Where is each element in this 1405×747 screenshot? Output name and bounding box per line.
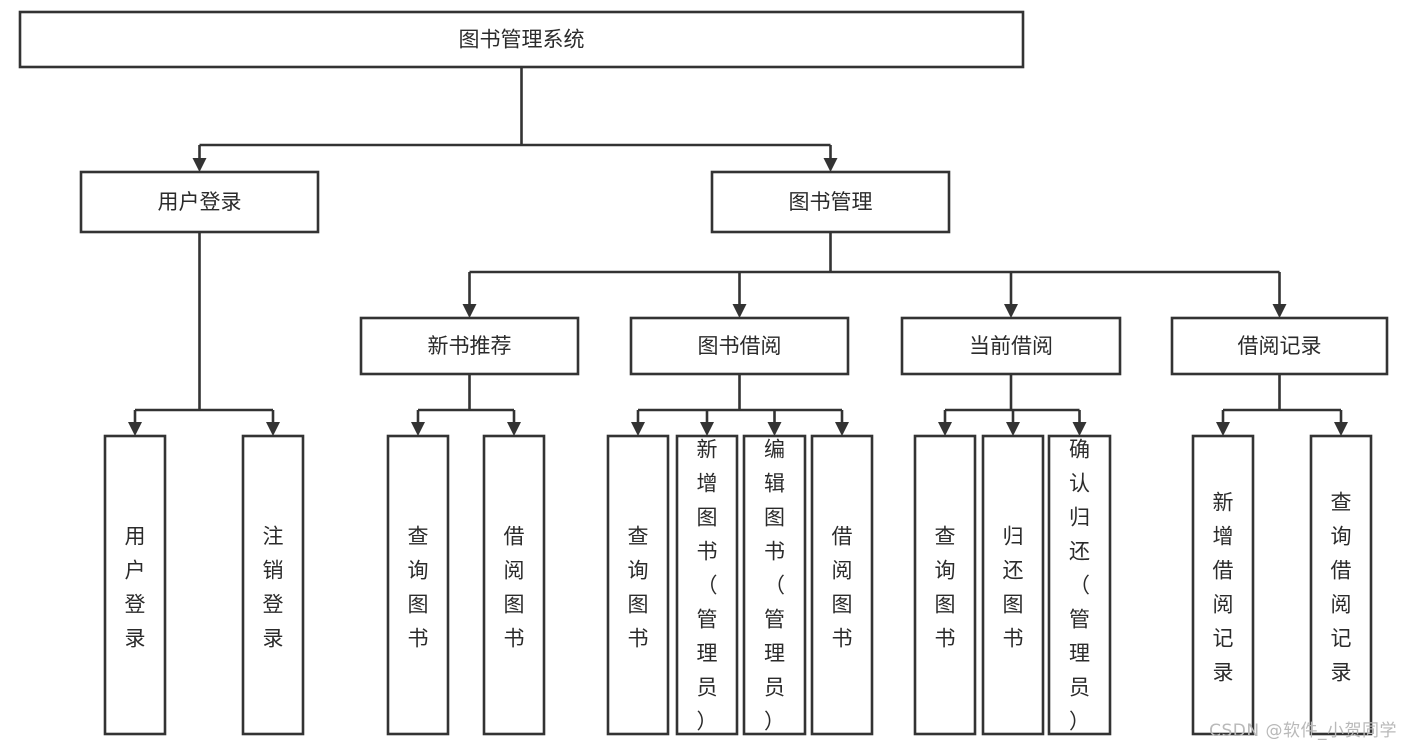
node-leaf-borrow-book-1[interactable]: 借阅图书 bbox=[482, 434, 546, 736]
node-borrow-record[interactable]: 借阅记录 bbox=[1170, 316, 1389, 376]
node-current-borrow[interactable]: 当前借阅 bbox=[900, 316, 1122, 376]
node-label-current-borrow: 当前借阅 bbox=[969, 334, 1053, 358]
node-label-leaf-query-book-3: 查询图书 bbox=[935, 525, 956, 651]
node-box-current-borrow[interactable] bbox=[900, 316, 1122, 376]
node-box-leaf-query-book-3[interactable] bbox=[913, 434, 977, 736]
node-leaf-borrow-book-2[interactable]: 借阅图书 bbox=[810, 434, 874, 736]
node-box-leaf-user-logout[interactable] bbox=[241, 434, 305, 736]
node-label-leaf-add-book: 新增图书（管理员） bbox=[697, 437, 718, 733]
edge-group-new-book-rec bbox=[411, 374, 521, 436]
node-label-borrow-record: 借阅记录 bbox=[1238, 334, 1322, 358]
node-label-leaf-borrow-book-2: 借阅图书 bbox=[832, 525, 853, 651]
node-leaf-return-book[interactable]: 归还图书 bbox=[981, 434, 1045, 736]
node-box-leaf-borrow-book-1[interactable] bbox=[482, 434, 546, 736]
node-label-root: 图书管理系统 bbox=[459, 28, 585, 52]
node-label-leaf-query-book-1: 查询图书 bbox=[408, 525, 429, 651]
node-leaf-query-record[interactable]: 查询借阅记录 bbox=[1309, 434, 1373, 736]
node-box-new-book-rec[interactable] bbox=[359, 316, 580, 376]
node-leaf-user-login[interactable]: 用户登录 bbox=[103, 434, 167, 736]
node-label-leaf-user-login: 用户登录 bbox=[125, 525, 146, 651]
node-box-leaf-user-login[interactable] bbox=[103, 434, 167, 736]
node-box-leaf-add-book[interactable] bbox=[675, 434, 739, 736]
node-box-leaf-edit-book[interactable] bbox=[742, 434, 807, 736]
node-leaf-add-record[interactable]: 新增借阅记录 bbox=[1191, 434, 1255, 736]
node-leaf-user-logout[interactable]: 注销登录 bbox=[241, 434, 305, 736]
node-label-leaf-borrow-book-1: 借阅图书 bbox=[504, 525, 525, 651]
node-box-leaf-add-record[interactable] bbox=[1191, 434, 1255, 736]
edge-group-book-borrow bbox=[631, 374, 849, 436]
node-box-leaf-query-record[interactable] bbox=[1309, 434, 1373, 736]
edge-group-user-login bbox=[128, 232, 280, 436]
node-leaf-add-book[interactable]: 新增图书（管理员） bbox=[675, 434, 739, 736]
node-box-root[interactable] bbox=[18, 10, 1025, 69]
node-box-leaf-borrow-book-2[interactable] bbox=[810, 434, 874, 736]
edge-group-borrow-record bbox=[1216, 374, 1348, 436]
node-box-leaf-return-book[interactable] bbox=[981, 434, 1045, 736]
node-box-borrow-record[interactable] bbox=[1170, 316, 1389, 376]
edge-group-current-borrow bbox=[938, 374, 1087, 436]
node-label-user-login: 用户登录 bbox=[158, 190, 242, 214]
node-new-book-rec[interactable]: 新书推荐 bbox=[359, 316, 580, 376]
node-box-leaf-query-book-1[interactable] bbox=[386, 434, 450, 736]
node-leaf-query-book-2[interactable]: 查询图书 bbox=[606, 434, 670, 736]
node-layer: 图书管理系统用户登录图书管理新书推荐图书借阅当前借阅借阅记录用户登录注销登录查询… bbox=[18, 10, 1389, 736]
node-user-login[interactable]: 用户登录 bbox=[79, 170, 320, 234]
node-label-book-borrow: 图书借阅 bbox=[698, 334, 782, 358]
node-book-manage[interactable]: 图书管理 bbox=[710, 170, 951, 234]
node-label-leaf-add-record: 新增借阅记录 bbox=[1213, 491, 1234, 685]
node-label-leaf-query-record: 查询借阅记录 bbox=[1331, 491, 1352, 685]
node-box-user-login[interactable] bbox=[79, 170, 320, 234]
node-label-leaf-edit-book: 编辑图书（管理员） bbox=[764, 437, 785, 733]
node-box-book-manage[interactable] bbox=[710, 170, 951, 234]
node-label-leaf-return-book: 归还图书 bbox=[1003, 525, 1024, 651]
node-box-book-borrow[interactable] bbox=[629, 316, 850, 376]
node-leaf-query-book-1[interactable]: 查询图书 bbox=[386, 434, 450, 736]
node-label-leaf-confirm-return: 确认归还（管理员） bbox=[1069, 437, 1090, 733]
node-label-new-book-rec: 新书推荐 bbox=[428, 334, 512, 358]
edge-group-book-manage bbox=[462, 232, 1287, 318]
node-leaf-edit-book[interactable]: 编辑图书（管理员） bbox=[742, 434, 807, 736]
node-book-borrow[interactable]: 图书借阅 bbox=[629, 316, 850, 376]
node-leaf-query-book-3[interactable]: 查询图书 bbox=[913, 434, 977, 736]
edge-layer bbox=[128, 67, 1348, 436]
node-leaf-confirm-return[interactable]: 确认归还（管理员） bbox=[1047, 434, 1112, 736]
node-label-leaf-query-book-2: 查询图书 bbox=[628, 525, 649, 651]
node-box-leaf-query-book-2[interactable] bbox=[606, 434, 670, 736]
node-box-leaf-confirm-return[interactable] bbox=[1047, 434, 1112, 736]
node-label-book-manage: 图书管理 bbox=[789, 190, 873, 214]
node-label-leaf-user-logout: 注销登录 bbox=[263, 525, 284, 651]
node-root[interactable]: 图书管理系统 bbox=[18, 10, 1025, 69]
edge-group-root bbox=[192, 67, 838, 172]
